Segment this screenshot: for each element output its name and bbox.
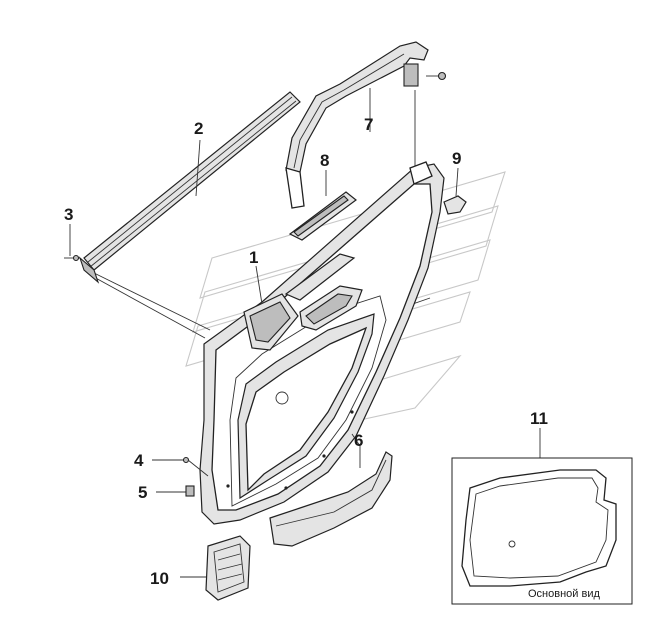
part-10-cover-panel [180,535,251,601]
callout-4: 4 [134,451,144,470]
inset-caption: Основной вид [528,588,600,600]
callout-9: 9 [452,149,461,168]
callout-8: 8 [320,151,329,170]
part-9-clip [443,195,467,215]
part-4-screw [152,456,209,477]
callout-10: 10 [150,569,169,588]
part-1-door-trim-panel [199,161,445,525]
part-3-screw [64,254,80,262]
part-8-handle-cover [288,191,357,241]
callout-5: 5 [138,483,147,502]
callout-11: 11 [530,409,548,428]
callout-3: 3 [64,205,73,224]
callout-1: 1 [249,248,258,267]
callout-numbers: 1 2 3 4 5 6 7 8 9 10 11 [64,115,548,588]
callout-7: 7 [364,115,373,134]
callout-2: 2 [194,119,203,138]
part-5-clip [156,485,195,497]
callout-leaders [69,88,541,468]
inset-main-view: Основной вид [451,457,633,605]
part-2-belt-weatherstrip [78,91,301,284]
callout-6: 6 [354,431,363,450]
part-6-lower-trim-strip [269,451,393,547]
part-7-upper-garnish [285,41,447,209]
